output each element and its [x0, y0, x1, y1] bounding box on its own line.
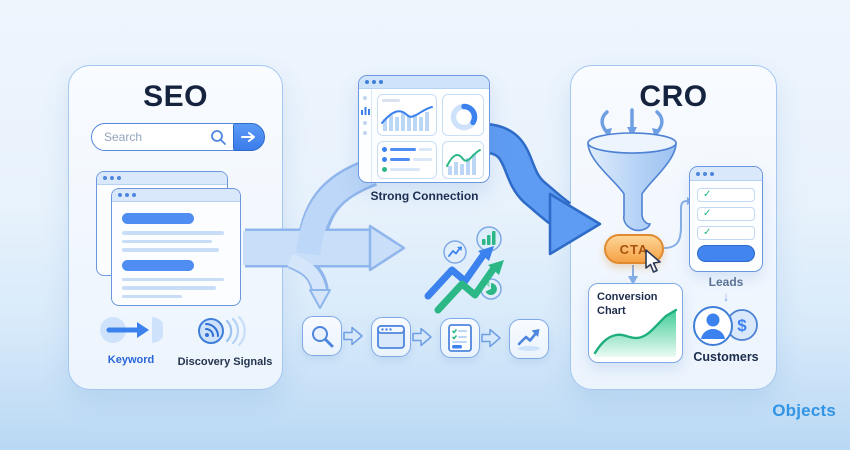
check-icon: ✓	[703, 227, 712, 238]
checklist-window: ✓ ✓ ✓	[689, 166, 763, 272]
process-step-checklist	[440, 318, 480, 358]
tile-arrow-icon	[343, 326, 363, 346]
seo-card-title: SEO	[143, 80, 208, 113]
leads-label: Leads	[708, 275, 744, 289]
seo-card: SEO Search	[68, 65, 283, 390]
checklist-row: ✓	[697, 188, 755, 202]
tile-arrow-icon	[412, 327, 432, 347]
search-step-icon	[312, 326, 334, 348]
process-step-growth	[509, 319, 549, 359]
strong-connection-ribbon	[478, 122, 572, 228]
window-titlebar	[97, 172, 227, 185]
band-arrowhead	[368, 224, 406, 272]
strong-connection-label: Strong Connection	[370, 189, 479, 203]
content-text-line	[122, 294, 182, 298]
search-submit-button[interactable]	[232, 123, 265, 151]
dashboard-branch-ribbon	[295, 158, 378, 254]
funnel-icon	[587, 108, 677, 232]
content-text-line	[122, 248, 219, 252]
dollar-symbol: $	[737, 316, 747, 335]
panel-line-chart	[377, 94, 437, 136]
tile-arrow-icon	[481, 328, 501, 348]
process-step-browser	[371, 317, 411, 357]
panel-list	[377, 141, 437, 179]
blue-growth-arrow	[424, 250, 488, 300]
submit-pill-button[interactable]	[697, 245, 755, 262]
process-arrowhead	[309, 289, 331, 309]
content-text-line	[122, 277, 224, 281]
arrow-right-icon	[240, 132, 255, 142]
cro-card-title: CRO	[639, 80, 708, 113]
panel-green-chart	[442, 141, 484, 179]
checklist-row: ✓	[697, 226, 755, 240]
content-heading-bar	[122, 259, 194, 271]
content-heading-bar	[122, 213, 194, 224]
browser-step-icon	[377, 325, 405, 349]
checklist-row: ✓	[697, 207, 755, 221]
magnifier-icon	[210, 129, 227, 146]
browser-window-front	[111, 188, 241, 306]
dashboard-sidebar	[359, 89, 372, 182]
process-step-search	[302, 316, 342, 356]
leads-down-arrow-icon: ↓	[722, 289, 730, 304]
check-icon: ✓	[703, 189, 712, 200]
panel-donut-chart	[442, 94, 484, 136]
bar-chart-nav-icon[interactable]	[360, 106, 370, 115]
conversion-area-chart	[593, 308, 678, 357]
content-text-line	[122, 239, 212, 243]
dashboard-titlebar	[359, 76, 489, 89]
growth-arrows-graphic	[424, 226, 504, 314]
cta-label: CTA	[619, 241, 649, 257]
conversion-chart-card: Conversion Chart	[588, 283, 683, 363]
content-text-line	[122, 286, 216, 290]
discovery-signals-icon	[198, 315, 246, 347]
content-text-line	[122, 231, 224, 235]
search-placeholder: Search	[104, 130, 143, 144]
checklist-step-icon	[448, 324, 472, 352]
cro-card: CRO CTA ✓ ✓	[570, 65, 777, 390]
keyword-icon	[100, 317, 165, 343]
window-titlebar	[112, 189, 240, 202]
conversion-chart-title: Conversion Chart	[597, 291, 658, 317]
growth-step-icon	[517, 329, 540, 351]
discovery-signals-label: Discovery Signals	[177, 356, 273, 368]
search-input[interactable]: Search	[91, 123, 265, 151]
brand-logo: Objects	[772, 401, 836, 420]
customers-icons: $	[693, 306, 758, 346]
window-titlebar	[690, 167, 762, 181]
process-branch-ribbon	[288, 251, 329, 294]
analytics-dashboard	[358, 75, 490, 183]
customers-label: Customers	[693, 350, 759, 364]
cursor-icon	[645, 249, 661, 273]
keyword-label: Keyword	[107, 354, 155, 366]
check-icon: ✓	[703, 208, 712, 219]
green-growth-arrow	[434, 264, 498, 314]
